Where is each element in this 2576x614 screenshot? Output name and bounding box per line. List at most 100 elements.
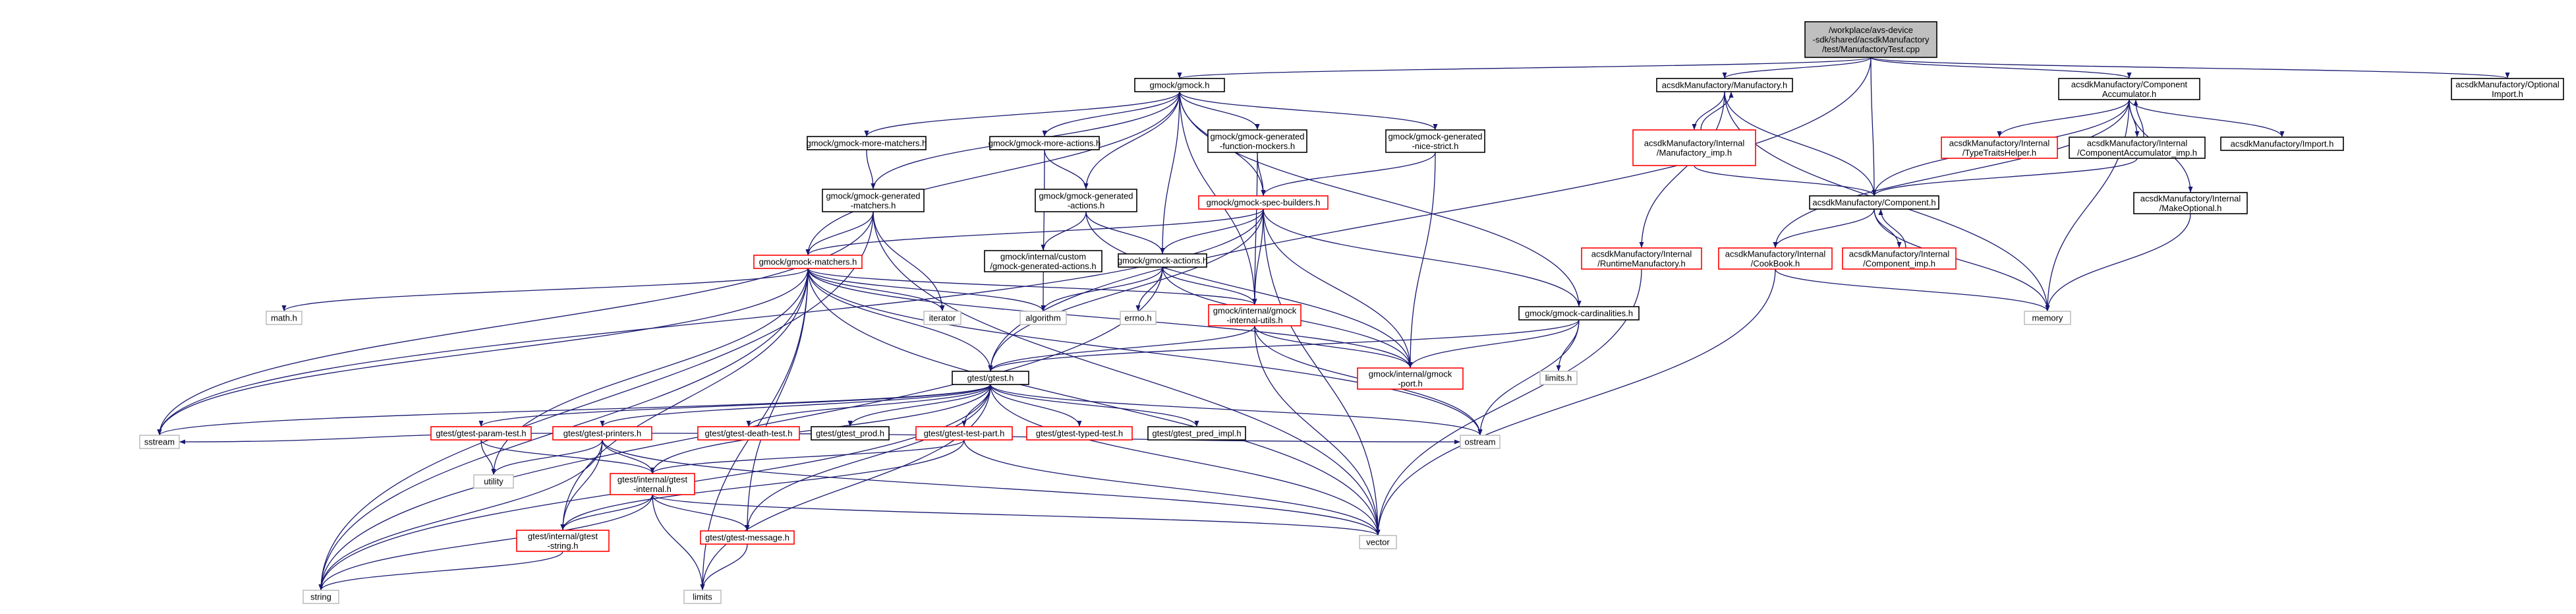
node-gmock[interactable]: gmock/gmock.h: [1134, 78, 1225, 92]
node-typetraits[interactable]: acsdkManufactory/Internal/TypeTraitsHelp…: [1941, 137, 2058, 159]
node-gtest[interactable]: gtest/gtest.h: [952, 371, 1029, 385]
node-moremat[interactable]: gmock/gmock-more-matchers.h: [807, 136, 927, 150]
node-actions[interactable]: gmock/gmock-actions.h: [1118, 253, 1208, 268]
node-runtime[interactable]: acsdkManufactory/Internal/RuntimeManufac…: [1581, 247, 1702, 270]
node-genact[interactable]: gmock/gmock-generated-actions.h: [1035, 189, 1137, 212]
node-moreact[interactable]: gmock/gmock-more-actions.h: [988, 136, 1101, 150]
node-deathtest[interactable]: gtest/gtest-death-test.h: [697, 426, 800, 441]
node-compimp[interactable]: acsdkManufactory/Internal/Component_imp.…: [1842, 247, 1957, 270]
edge-line: [702, 384, 991, 591]
node-manufactory[interactable]: acsdkManufactory/Manufactory.h: [1656, 78, 1793, 92]
node-label: /ComponentAccumulator_imp.h: [2077, 148, 2197, 158]
node-printers[interactable]: gtest/gtest-printers.h: [552, 426, 652, 441]
edge-compaccimp-to-component: [1872, 158, 2138, 197]
node-genfunc[interactable]: gmock/gmock-generated-function-mockers.h: [1207, 129, 1307, 153]
edge-compacc-to-typetraits: [1997, 99, 2130, 138]
node-gtststr[interactable]: gtest/internal/gtest-string.h: [516, 530, 610, 552]
node-box: [683, 590, 722, 604]
node-makeopt[interactable]: acsdkManufactory/Internal/MakeOptional.h: [2133, 192, 2248, 214]
edge-line: [562, 494, 653, 531]
edge-gtest-to-prod: [847, 384, 991, 427]
node-customgen[interactable]: gmock/internal/custom/gmock-generated-ac…: [984, 250, 1102, 272]
edge-line: [602, 439, 1379, 536]
node-gtestint[interactable]: gtest/internal/gtest-internal.h: [610, 473, 695, 495]
node-testpart[interactable]: gtest/gtest-test-part.h: [915, 426, 1013, 441]
edge-arrowhead: [1997, 131, 2002, 137]
edge-line: [2129, 99, 2283, 138]
node-typedtest[interactable]: gtest/gtest-typed-test.h: [1026, 426, 1133, 441]
node-gmockport[interactable]: gmock/internal/gmock-port.h: [1357, 367, 1464, 390]
node-box: [811, 426, 890, 441]
edge-matchers-to-intutils: [807, 268, 1257, 305]
edge-arrowhead: [700, 584, 705, 590]
node-box: [1632, 129, 1756, 166]
node-cards[interactable]: gmock/gmock-cardinalities.h: [1518, 306, 1640, 321]
edge-arrowhead: [1477, 429, 1483, 435]
node-prod[interactable]: gtest/gtest_prod.h: [811, 426, 890, 441]
node-compacc[interactable]: acsdkManufactory/ComponentAccumulator.h: [2058, 78, 2200, 100]
node-component[interactable]: acsdkManufactory/Component.h: [1809, 195, 1939, 210]
node-label: -actions.h: [1068, 200, 1104, 210]
edge-makeopt-to-memory: [2045, 213, 2191, 312]
node-box: [1208, 304, 1302, 326]
edge-line: [873, 211, 943, 312]
node-iterator[interactable]: iterator: [923, 311, 961, 325]
node-sstream[interactable]: sstream: [139, 435, 180, 449]
edge-arrowhead: [1375, 530, 1381, 536]
node-label: acsdkManufactory/Manufactory.h: [1662, 80, 1788, 90]
edge-matchers-to-iterator: [807, 268, 945, 312]
edge-line: [1999, 99, 2130, 138]
edge-arrowhead: [1408, 362, 1413, 368]
node-algorithm[interactable]: algorithm: [1019, 311, 1067, 325]
node-limits[interactable]: limits: [683, 590, 722, 604]
edge-line: [963, 439, 1379, 536]
node-label: /TypeTraitsHelper.h: [1962, 148, 2036, 158]
edge-arrowhead: [1878, 209, 1883, 215]
node-predimpl[interactable]: gtest/gtest_pred_impl.h: [1147, 426, 1246, 441]
node-limitsh[interactable]: limits.h: [1539, 371, 1578, 385]
node-mathh[interactable]: math.h: [266, 311, 302, 325]
node-import[interactable]: acsdkManufactory/Import.h: [2220, 137, 2344, 151]
edge-line: [1775, 99, 2130, 249]
edge-line: [990, 384, 1080, 427]
node-manimp[interactable]: acsdkManufactory/Internal/Manufactory_im…: [1632, 129, 1756, 166]
node-memory[interactable]: memory: [2024, 311, 2071, 325]
edge-line: [320, 551, 563, 591]
edge-line: [1085, 211, 1411, 369]
node-gennice[interactable]: gmock/gmock-generated-nice-strict.h: [1385, 129, 1485, 153]
node-label: /RuntimeManufactory.h: [1597, 259, 1685, 268]
edge-line: [493, 268, 809, 476]
edge-line: [1874, 208, 2048, 312]
edge-arrowhead: [745, 525, 750, 531]
node-errno[interactable]: errno.h: [1120, 311, 1157, 325]
node-box: [552, 426, 652, 441]
node-matchers[interactable]: gmock/gmock-matchers.h: [753, 255, 863, 269]
edge-line: [990, 208, 1264, 372]
node-box: [2069, 137, 2206, 159]
node-box: [989, 136, 1100, 150]
edge-line: [1263, 208, 1379, 536]
node-intutils[interactable]: gmock/internal/gmock-internal-utils.h: [1208, 304, 1302, 326]
node-vector[interactable]: vector: [1359, 535, 1397, 549]
edge-arrowhead: [2127, 73, 2132, 78]
node-specb[interactable]: gmock/gmock-spec-builders.h: [1198, 195, 1329, 210]
edge-line: [1694, 165, 1875, 197]
node-compaccimp[interactable]: acsdkManufactory/Internal/ComponentAccum…: [2069, 137, 2206, 159]
edge-intutils-to-gmockport: [1254, 325, 1413, 369]
node-cookbook[interactable]: acsdkManufactory/Internal/CookBook.h: [1718, 247, 1833, 270]
node-label: acsdkManufactory/Internal: [2087, 138, 2188, 148]
edge-gtest-to-printers: [600, 384, 991, 427]
node-root[interactable]: /workplace/avs-device-sdk/shared/acsdkMa…: [1804, 21, 1937, 58]
node-genmat[interactable]: gmock/gmock-generated-matchers.h: [822, 189, 925, 212]
edge-arrowhead: [2279, 131, 2285, 137]
node-box: [1118, 253, 1207, 268]
node-string[interactable]: string: [302, 590, 339, 604]
node-paramtest[interactable]: gtest/gtest-param-test.h: [430, 426, 532, 441]
node-box: [516, 530, 610, 552]
node-gtestmsg[interactable]: gtest/gtest-message.h: [700, 530, 795, 545]
node-ostream[interactable]: ostream: [1460, 435, 1501, 449]
edge-arrowhead: [1556, 365, 1561, 371]
node-box: [1581, 247, 1702, 270]
node-utility[interactable]: utility: [473, 474, 514, 489]
